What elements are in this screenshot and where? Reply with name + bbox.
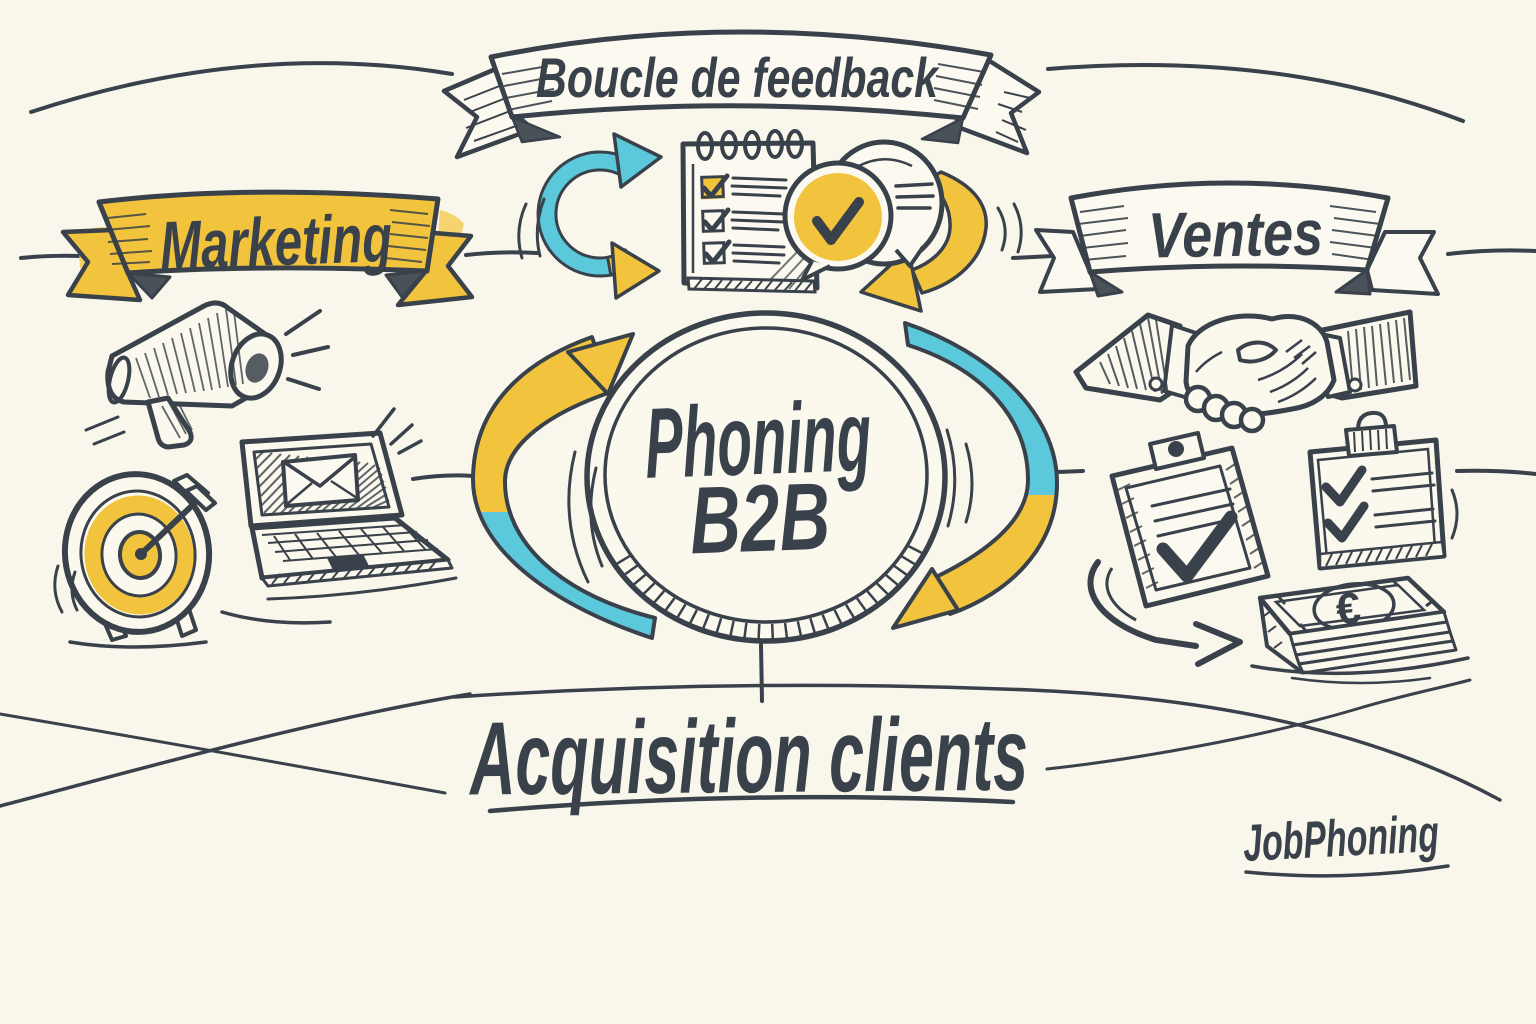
svg-text:JobPhoning: JobPhoning — [1242, 805, 1441, 873]
svg-text:Boucle de feedback: Boucle de feedback — [536, 46, 940, 109]
svg-text:Acquisition clients: Acquisition clients — [468, 697, 1029, 818]
svg-text:Marketing: Marketing — [159, 200, 394, 284]
svg-text:B2B: B2B — [688, 464, 832, 575]
svg-text:Phoning: Phoning — [643, 380, 873, 500]
svg-text:Ventes: Ventes — [1147, 196, 1323, 271]
